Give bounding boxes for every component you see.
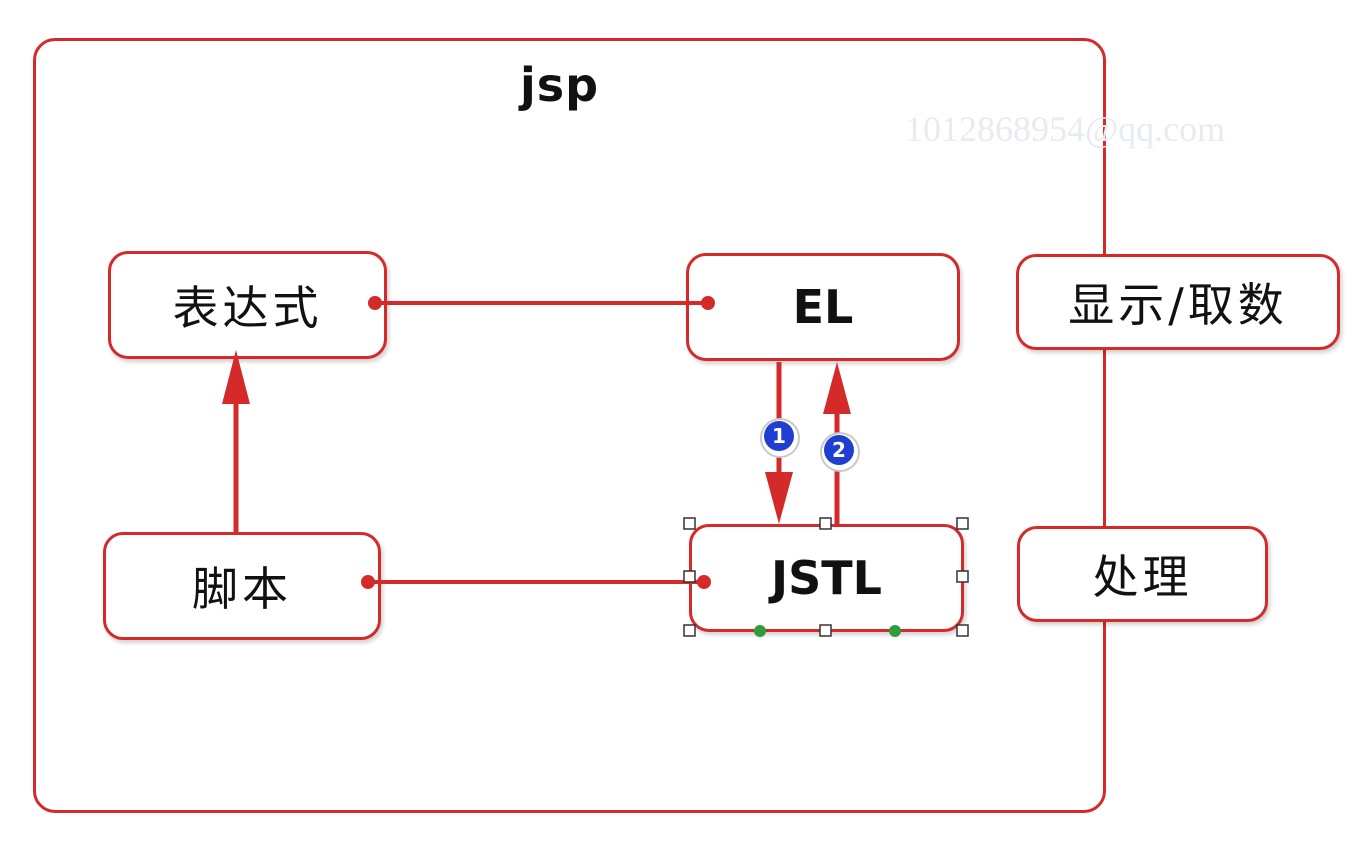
step-badge-1: 1 <box>760 418 800 458</box>
resize-handle-bm <box>819 624 832 637</box>
connection-point-left <box>754 625 766 637</box>
node-display[interactable]: 显示/取数 <box>1016 254 1340 350</box>
step-badge-2-text: 2 <box>832 438 846 462</box>
node-el[interactable]: EL <box>686 253 960 361</box>
connector-script-jstl[interactable] <box>361 575 711 589</box>
jsp-title: jsp <box>520 58 600 112</box>
watermark-text: 1012868954@qq.com <box>905 109 1226 149</box>
resize-handle-tl <box>683 517 696 530</box>
arrow-script-to-expression[interactable] <box>222 350 250 532</box>
node-script-label: 脚本 <box>192 562 292 616</box>
resize-handle-ml <box>683 570 696 583</box>
node-script[interactable]: 脚本 <box>103 532 381 640</box>
jstl-selection-handles[interactable] <box>683 517 969 637</box>
node-processing-label: 处理 <box>1092 550 1193 604</box>
node-processing[interactable]: 处理 <box>1017 526 1268 622</box>
node-jstl-label: JSTL <box>771 551 882 605</box>
node-display-label: 显示/取数 <box>1068 278 1288 332</box>
node-jstl[interactable]: JSTL <box>689 524 964 632</box>
step-badge-2: 2 <box>820 432 860 472</box>
connection-point-right <box>889 625 901 637</box>
node-el-label: EL <box>792 280 854 334</box>
jstl-connection-points[interactable] <box>754 625 901 637</box>
resize-handle-br <box>956 624 969 637</box>
node-expression-label: 表达式 <box>172 281 323 335</box>
resize-handle-mr <box>956 570 969 583</box>
resize-handle-tr <box>956 517 969 530</box>
connector-expression-el[interactable] <box>368 296 715 310</box>
jsp-container <box>33 38 1106 813</box>
resize-handle-bl <box>683 624 696 637</box>
resize-handle-tm <box>819 517 832 530</box>
step-badge-1-text: 1 <box>772 424 786 448</box>
